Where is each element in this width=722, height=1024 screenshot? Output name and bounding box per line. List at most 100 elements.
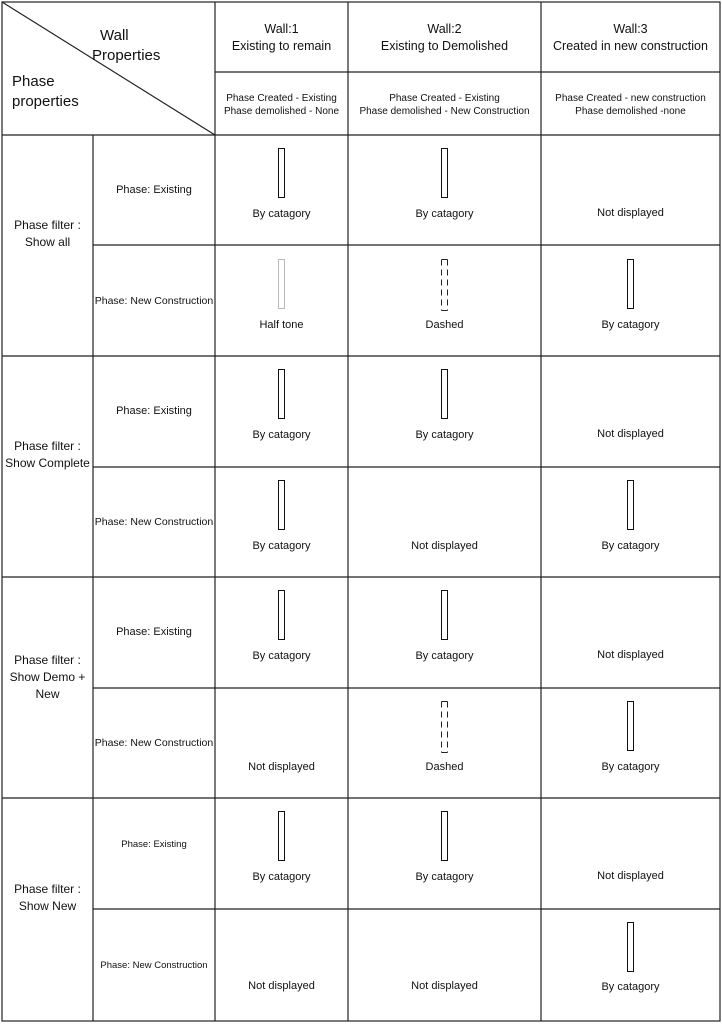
phase-filter-label: Phase filter : Show Complete <box>2 438 93 472</box>
wall3-phase-props: Phase Created - new construction Phase d… <box>541 92 720 118</box>
phase-filter-name-line1: Phase filter : <box>14 881 81 896</box>
wall-symbol-solid <box>627 258 634 309</box>
wall2-demolished: Phase demolished - New Construction <box>359 106 530 117</box>
display-mode-label: Not displayed <box>597 207 664 219</box>
wall3-display-cell: By catagory <box>541 688 720 798</box>
wall1-display-cell: By catagory <box>215 467 348 577</box>
wall3-display-cell: By catagory <box>541 909 720 1019</box>
display-mode-label: By catagory <box>252 208 311 220</box>
display-mode-label: Not displayed <box>597 428 664 440</box>
wall-symbol-solid <box>278 590 285 640</box>
dashed-wall-icon <box>441 700 448 753</box>
wall3-title: Wall:3 <box>613 22 648 36</box>
wall1-display-cell: By catagory <box>215 135 348 245</box>
wall-symbol-half <box>278 258 285 309</box>
display-mode-label: Half tone <box>259 318 304 331</box>
display-mode-label: Not displayed <box>597 649 664 661</box>
display-mode-label: By catagory <box>252 650 311 662</box>
wall1-phase-props: Phase Created - Existing Phase demolishe… <box>215 92 348 118</box>
phase-filter-name-line2: Show Complete <box>5 455 90 470</box>
wall1-display-cell: Not displayed <box>215 909 348 1019</box>
display-mode-label: Not displayed <box>248 979 315 992</box>
phase-filter-label: Phase filter : Show all <box>2 217 93 251</box>
wall-symbol-solid <box>441 369 448 419</box>
phase-filter-name-line2: Show all <box>24 234 71 249</box>
phase-row-label: Phase: New Construction <box>94 515 214 528</box>
wall2-display-cell: Not displayed <box>348 467 541 577</box>
wall-symbol-solid <box>627 479 634 530</box>
phase-filter-name-line1: Phase filter : <box>14 438 81 453</box>
wall1-subtitle: Existing to remain <box>231 39 332 53</box>
wall3-subtitle: Created in new construction <box>553 39 708 53</box>
wall3-display-cell: By catagory <box>541 246 720 356</box>
wall-symbol-solid <box>441 590 448 640</box>
wall-symbol-solid <box>627 921 634 972</box>
wall2-display-cell: Not displayed <box>348 909 541 1019</box>
display-mode-label: By catagory <box>415 429 474 441</box>
wall3-display-cell: Not displayed <box>541 798 720 908</box>
phase-filter-name-line1: Phase filter : <box>14 653 81 667</box>
wall2-header: Wall:2 Existing to Demolished <box>348 21 541 55</box>
wall1-display-cell: By catagory <box>215 356 348 466</box>
wall3-demolished: Phase demolished -none <box>575 106 686 117</box>
wall3-display-cell: Not displayed <box>541 356 720 466</box>
display-mode-label: By catagory <box>252 871 311 883</box>
phase-filter-label: Phase filter :Show Demo +New <box>2 652 93 703</box>
wall2-title: Wall:2 <box>427 22 462 36</box>
wall3-display-cell: Not displayed <box>541 135 720 245</box>
wall1-display-cell: Half tone <box>215 246 348 356</box>
wall2-display-cell: By catagory <box>348 135 541 245</box>
wall3-created: Phase Created - new construction <box>555 93 706 104</box>
wall-symbol-solid <box>278 369 285 419</box>
corner-phase-properties-label: Phase properties <box>12 72 112 112</box>
display-mode-label: By catagory <box>601 980 660 993</box>
wall1-header: Wall:1 Existing to remain <box>215 21 348 55</box>
display-mode-label: Not displayed <box>411 539 478 552</box>
wall-symbol-solid <box>278 811 285 861</box>
display-mode-label: By catagory <box>415 871 474 883</box>
phase-row-label: Phase: New Construction <box>100 959 208 971</box>
wall1-title: Wall:1 <box>264 22 299 36</box>
phase-row-label: Phase: New Construction <box>94 736 214 749</box>
corner-wall-properties-label: Wall Properties <box>92 26 182 66</box>
display-mode-label: By catagory <box>252 429 311 441</box>
phase-row-label: Phase: Existing <box>121 839 187 850</box>
dashed-wall-icon <box>441 258 448 311</box>
wall2-created: Phase Created - Existing <box>389 93 500 104</box>
display-mode-label: By catagory <box>601 318 660 331</box>
phase-row-label: Phase: Existing <box>116 184 192 196</box>
wall3-display-cell: By catagory <box>541 467 720 577</box>
corner-bottom-line1: Phase <box>12 73 55 90</box>
wall1-display-cell: Not displayed <box>215 688 348 798</box>
wall1-display-cell: By catagory <box>215 798 348 908</box>
phase-filter-name-line2: Show New <box>18 898 77 913</box>
wall2-display-cell: By catagory <box>348 577 541 687</box>
corner-top-line1: Wall <box>100 27 129 44</box>
display-mode-label: Dashed <box>425 760 464 773</box>
wall2-display-cell: Dashed <box>348 246 541 356</box>
wall1-display-cell: By catagory <box>215 577 348 687</box>
wall2-subtitle: Existing to Demolished <box>380 39 509 53</box>
phase-row-label: Phase: New Construction <box>94 294 214 307</box>
wall3-display-cell: Not displayed <box>541 577 720 687</box>
wall-symbol-solid <box>627 700 634 751</box>
wall2-display-cell: By catagory <box>348 356 541 466</box>
phase-filter-name-line1: Phase filter : <box>14 217 81 232</box>
phase-filter-name-line3: New <box>35 687 60 701</box>
display-mode-label: Not displayed <box>411 979 478 992</box>
wall-symbol-dashed <box>441 700 448 753</box>
display-mode-label: By catagory <box>252 539 311 552</box>
corner-bottom-line2: properties <box>12 93 79 110</box>
display-mode-label: By catagory <box>601 539 660 552</box>
wall-symbol-dashed <box>441 258 448 311</box>
wall3-header: Wall:3 Created in new construction <box>541 21 720 55</box>
display-mode-label: Not displayed <box>597 870 664 882</box>
wall-symbol-solid <box>278 148 285 198</box>
wall1-created: Phase Created - Existing <box>226 93 337 104</box>
phase-row-label: Phase: Existing <box>116 405 192 417</box>
display-mode-label: By catagory <box>415 650 474 662</box>
wall2-display-cell: Dashed <box>348 688 541 798</box>
wall-symbol-solid <box>441 148 448 198</box>
corner-top-line2: Properties <box>92 47 161 64</box>
